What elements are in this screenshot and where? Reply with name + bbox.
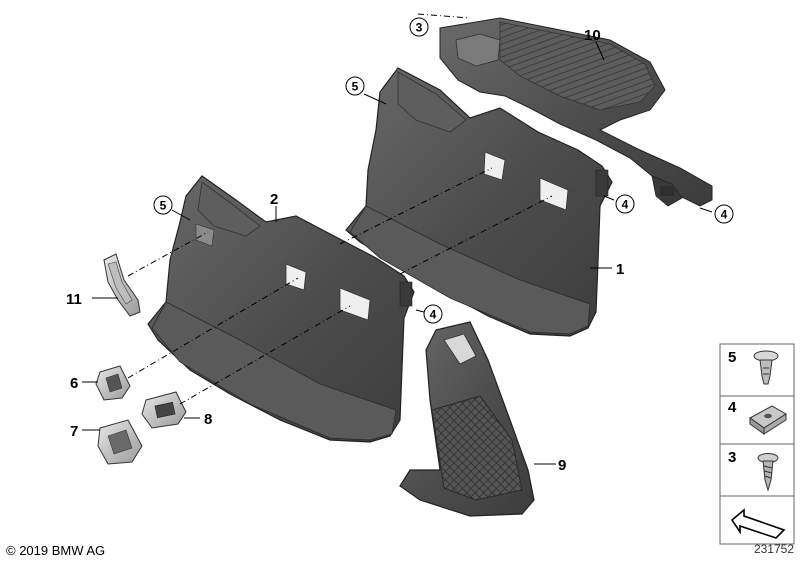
svg-text:5: 5 bbox=[160, 199, 167, 213]
label-part-8: 8 bbox=[204, 411, 212, 428]
part-10-upper-trim bbox=[439, 17, 713, 207]
part-9-net-trim bbox=[399, 321, 535, 517]
reference-number: 231752 bbox=[754, 542, 794, 556]
label-part-11: 11 bbox=[66, 291, 82, 308]
svg-text:3: 3 bbox=[416, 21, 423, 35]
callout-5-lower: 5 bbox=[153, 195, 173, 215]
svg-text:4: 4 bbox=[622, 198, 629, 212]
copyright-text: © 2019 BMW AG bbox=[6, 543, 105, 558]
push-rivet-icon bbox=[753, 350, 779, 385]
part-labels: 1 2 6 7 8 9 10 11 bbox=[66, 27, 624, 474]
label-part-1: 1 bbox=[616, 261, 624, 278]
assembly-lines bbox=[127, 13, 553, 405]
leader-lines bbox=[82, 41, 713, 465]
callout-5-upper: 5 bbox=[345, 76, 365, 96]
fastener-legend: 5 4 3 bbox=[719, 343, 795, 545]
svg-text:4: 4 bbox=[430, 308, 437, 322]
legend-num-5: 5 bbox=[728, 349, 736, 366]
part-2-side-panel bbox=[147, 175, 415, 443]
svg-text:5: 5 bbox=[352, 80, 359, 94]
part-1-side-panel bbox=[345, 67, 613, 337]
callout-4-right: 4 bbox=[714, 204, 734, 224]
label-part-10: 10 bbox=[584, 27, 601, 44]
callout-4-mid: 4 bbox=[615, 194, 635, 214]
legend-num-3: 3 bbox=[728, 449, 736, 466]
part-8-socket bbox=[141, 391, 187, 429]
label-part-7: 7 bbox=[70, 423, 78, 440]
label-part-9: 9 bbox=[558, 457, 566, 474]
svg-text:4: 4 bbox=[721, 208, 728, 222]
legend-num-4: 4 bbox=[728, 399, 737, 416]
part-11-grab-handle bbox=[103, 253, 141, 317]
clip-nut-icon bbox=[749, 405, 787, 435]
screw-icon bbox=[757, 453, 779, 492]
view-direction-arrow-icon bbox=[730, 508, 786, 539]
callout-4-lower: 4 bbox=[423, 304, 443, 324]
part-7-bezel bbox=[97, 419, 143, 465]
callout-3: 3 bbox=[409, 17, 429, 37]
circled-callouts: 3 5 5 4 4 4 bbox=[153, 17, 734, 324]
part-6-bezel bbox=[95, 365, 131, 401]
label-part-2: 2 bbox=[270, 191, 278, 208]
label-part-6: 6 bbox=[70, 375, 78, 392]
